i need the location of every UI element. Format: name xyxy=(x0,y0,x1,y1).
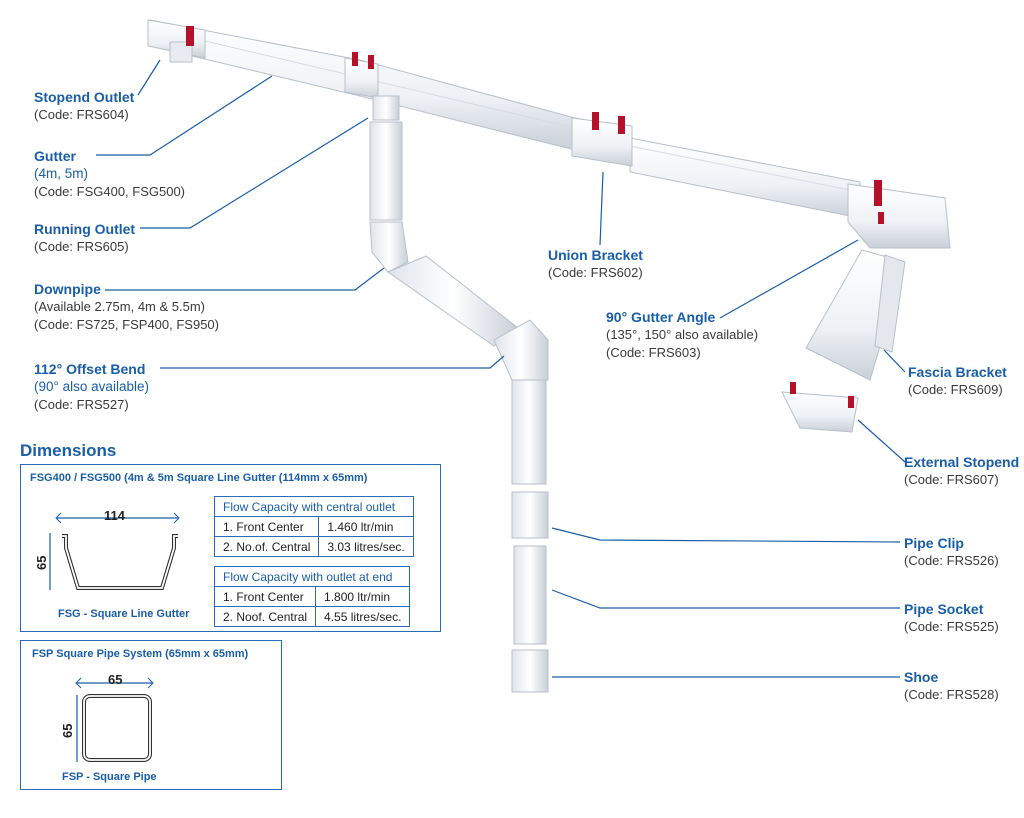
gutter-name: Gutter xyxy=(34,148,76,164)
pipe-socket-code: (Code: FRS525) xyxy=(904,619,999,634)
gutter-angle-code: (Code: FRS603) xyxy=(606,345,701,360)
label-running-outlet: Running Outlet (Code: FRS605) xyxy=(34,220,135,256)
fsg-height-label: 65 xyxy=(34,555,49,570)
table-cell: 1.460 ltr/min xyxy=(318,516,414,537)
table-cell: 3.03 litres/sec. xyxy=(318,536,414,557)
fsg-dimension-box xyxy=(20,464,441,632)
fsp-caption: FSP - Square Pipe xyxy=(62,771,157,783)
label-union-bracket: Union Bracket (Code: FRS602) xyxy=(548,246,643,282)
running-outlet-name: Running Outlet xyxy=(34,221,136,237)
stopend-outlet-code: (Code: FRS604) xyxy=(34,107,129,122)
flow-table-central-header: Flow Capacity with central outlet xyxy=(214,496,414,517)
gutter-sub: (4m, 5m) xyxy=(34,166,88,181)
fascia-bracket-part xyxy=(805,249,906,381)
table-cell: 2. No.of. Central xyxy=(213,536,320,557)
flow-table-end: Flow Capacity with outlet at end 1. Fron… xyxy=(213,566,411,627)
table-cell: 1. Front Center xyxy=(213,516,320,537)
union-bracket-name: Union Bracket xyxy=(548,247,643,263)
table-cell: 1.800 ltr/min xyxy=(315,586,411,607)
pipe-socket-name: Pipe Socket xyxy=(904,601,984,617)
table-row: 1. Front Center 1.800 ltr/min xyxy=(213,586,411,607)
pipe-clip-name: Pipe Clip xyxy=(904,535,964,551)
fsp-width-label: 65 xyxy=(108,672,123,687)
fsp-height-label: 65 xyxy=(60,723,75,738)
fsp-box-title: FSP Square Pipe System (65mm x 65mm) xyxy=(32,648,249,660)
external-stopend-part xyxy=(781,382,859,433)
downpipe-part xyxy=(369,95,549,693)
union-bracket-part xyxy=(344,52,633,167)
downpipe-code: (Code: FS725, FSP400, FS950) xyxy=(34,317,219,332)
table-row: 2. Noof. Central 4.55 litres/sec. xyxy=(213,606,411,627)
table-cell: 2. Noof. Central xyxy=(213,606,317,627)
fsg-width-label: 114 xyxy=(104,508,125,523)
gutter-angle-part xyxy=(847,180,951,249)
fsp-profile-drawing xyxy=(75,677,154,762)
table-cell: 4.55 litres/sec. xyxy=(315,606,411,627)
table-cell: 1. Front Center xyxy=(213,586,317,607)
downpipe-sub: (Available 2.75m, 4m & 5.5m) xyxy=(34,299,205,314)
downpipe-name: Downpipe xyxy=(34,281,101,297)
pipe-clip-code: (Code: FRS526) xyxy=(904,553,999,568)
fsg-profile-drawing xyxy=(49,512,180,590)
offset-bend-name: 112° Offset Bend xyxy=(34,361,146,377)
dimensions-title: Dimensions xyxy=(20,441,117,460)
leader-lines xyxy=(96,59,906,678)
fsg-box-title: FSG400 / FSG500 (4m & 5m Square Line Gut… xyxy=(30,472,368,484)
fascia-bracket-code: (Code: FRS609) xyxy=(908,382,1003,397)
shoe-code: (Code: FRS528) xyxy=(904,687,999,702)
stopend-outlet-part xyxy=(147,19,206,63)
fsp-dimension-box xyxy=(20,640,282,790)
label-downpipe: Downpipe (Available 2.75m, 4m & 5.5m) (C… xyxy=(34,280,219,334)
label-stopend-outlet: Stopend Outlet (Code: FRS604) xyxy=(34,88,134,124)
fascia-bracket-name: Fascia Bracket xyxy=(908,364,1007,380)
running-outlet-code: (Code: FRS605) xyxy=(34,239,129,254)
gutter-angle-name: 90° Gutter Angle xyxy=(606,309,716,325)
union-bracket-code: (Code: FRS602) xyxy=(548,265,643,280)
flow-table-central: Flow Capacity with central outlet 1. Fro… xyxy=(213,496,414,557)
shoe-name: Shoe xyxy=(904,669,939,685)
stopend-outlet-name: Stopend Outlet xyxy=(34,89,135,105)
table-row: 1. Front Center 1.460 ltr/min xyxy=(213,516,414,537)
offset-bend-code: (Code: FRS527) xyxy=(34,397,129,412)
external-stopend-name: External Stopend xyxy=(904,454,1020,470)
label-pipe-clip: Pipe Clip (Code: FRS526) xyxy=(904,534,999,570)
label-pipe-socket: Pipe Socket (Code: FRS525) xyxy=(904,600,999,636)
gutter-run xyxy=(149,19,861,219)
label-gutter-angle: 90° Gutter Angle (135°, 150° also availa… xyxy=(606,308,758,362)
flow-table-end-header: Flow Capacity with outlet at end xyxy=(213,566,411,587)
label-shoe: Shoe (Code: FRS528) xyxy=(904,668,999,704)
external-stopend-code: (Code: FRS607) xyxy=(904,472,999,487)
table-row: 2. No.of. Central 3.03 litres/sec. xyxy=(213,536,414,557)
gutter-code: (Code: FSG400, FSG500) xyxy=(34,184,186,199)
gutter-angle-sub: (135°, 150° also available) xyxy=(606,327,759,342)
label-offset-bend: 112° Offset Bend (90° also available) (C… xyxy=(34,360,149,414)
label-external-stopend: External Stopend (Code: FRS607) xyxy=(904,453,1019,489)
label-gutter: Gutter (4m, 5m) (Code: FSG400, FSG500) xyxy=(34,147,185,201)
fsg-caption: FSG - Square Line Gutter xyxy=(58,608,190,620)
offset-bend-sub: (90° also available) xyxy=(34,379,149,394)
label-fascia-bracket: Fascia Bracket (Code: FRS609) xyxy=(908,363,1007,399)
